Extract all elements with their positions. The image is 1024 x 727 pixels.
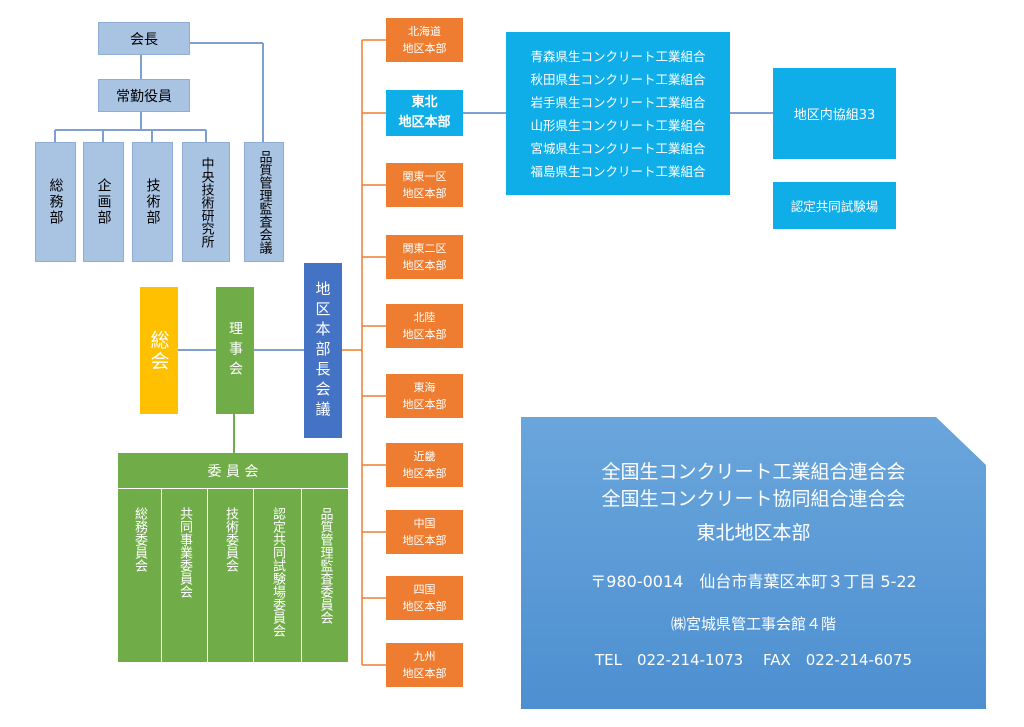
committee-technical: 技術委員会 [208,489,254,662]
region-shikoku: 四国地区本部 [386,576,463,620]
dept-central-research: 中央技術研究所 [182,142,230,262]
region-name: 関東一区 [402,170,447,183]
region-chugoku: 中国地区本部 [386,510,463,554]
region-name: 北海道 [408,25,441,38]
region-suffix: 地区本部 [402,467,447,480]
local-unions-box: 地区内協組33 [773,68,896,159]
region-name: 北陸 [413,311,436,324]
hq-phone: TEL 022-214-1073 FAX 022-214-6075 [594,651,913,669]
union-akita: 秋田県生コンクリート工業組合 [530,71,706,87]
union-yamagata: 山形県生コンクリート工業組合 [530,117,706,133]
hq-address: 〒980-0014 仙台市青葉区本町３丁目 5-22 [590,572,917,591]
region-suffix: 地区本部 [402,328,447,341]
region-suffix: 地区本部 [398,115,451,130]
region-hokuriku: 北陸地区本部 [386,304,463,348]
dept-technical: 技術部 [132,142,173,262]
hq-branch: 東北地区本部 [696,522,811,544]
region-suffix: 地区本部 [402,187,447,200]
region-name: 東海 [413,381,436,394]
hq-info-card [521,417,986,709]
board-box: 理事会 [216,287,254,414]
region-kinki: 近畿地区本部 [386,443,463,487]
region-suffix: 地区本部 [402,600,447,613]
union-iwate: 岩手県生コンクリート工業組合 [530,94,706,110]
region-kanto-1: 関東一区地区本部 [386,163,463,207]
directors-box: 常勤役員 [98,79,190,112]
region-suffix: 地区本部 [402,398,447,411]
region-kanto-2: 関東二区地区本部 [386,235,463,279]
region-name: 関東二区 [402,242,447,255]
hq-info-text: 全国生コンクリート工業組合連合会 全国生コンクリート協同組合連合会 東北地区本部… [521,417,986,709]
region-name: 中国 [413,517,436,530]
chairman-box: 会長 [98,22,190,55]
committee-joint-business: 共同事業委員会 [162,489,208,662]
region-name: 東北 [411,95,438,110]
tohoku-unions-list: 青森県生コンクリート工業組合 秋田県生コンクリート工業組合 岩手県生コンクリート… [506,32,730,195]
region-tokai: 東海地区本部 [386,374,463,418]
region-hokkaido: 北海道地区本部 [386,18,463,62]
region-tohoku: 東北地区本部 [386,90,463,136]
general-assembly-box: 総会 [140,287,178,414]
committee-header: 委 員 会 [118,453,348,489]
union-miyagi: 宮城県生コンクリート工業組合 [530,140,706,156]
region-name: 九州 [413,650,436,663]
region-suffix: 地区本部 [402,667,447,680]
hq-building: ㈱宮城県管工事会館４階 [670,615,836,633]
audit-council-box: 品質管理監査会議 [244,142,284,262]
committee-quality-audit: 品質管理監査委員会 [302,489,348,662]
test-lab-box: 認定共同試験場 [773,182,896,229]
committee-test-lab: 認定共同試験場委員会 [254,489,302,662]
region-suffix: 地区本部 [402,42,447,55]
committee-general-affairs: 総務委員会 [118,489,162,662]
hq-name-2: 全国生コンクリート協同組合連合会 [601,488,906,510]
region-name: 四国 [413,583,436,596]
region-suffix: 地区本部 [402,259,447,272]
dept-general-affairs: 総務部 [35,142,76,262]
region-name: 近畿 [413,450,436,463]
union-aomori: 青森県生コンクリート工業組合 [530,48,706,64]
dept-planning: 企画部 [83,142,124,262]
region-kyushu: 九州地区本部 [386,643,463,687]
union-fukushima: 福島県生コンクリート工業組合 [530,163,706,179]
region-suffix: 地区本部 [402,534,447,547]
hq-name-1: 全国生コンクリート工業組合連合会 [601,461,906,483]
regional-council-box: 地区本部長会議 [304,263,342,438]
